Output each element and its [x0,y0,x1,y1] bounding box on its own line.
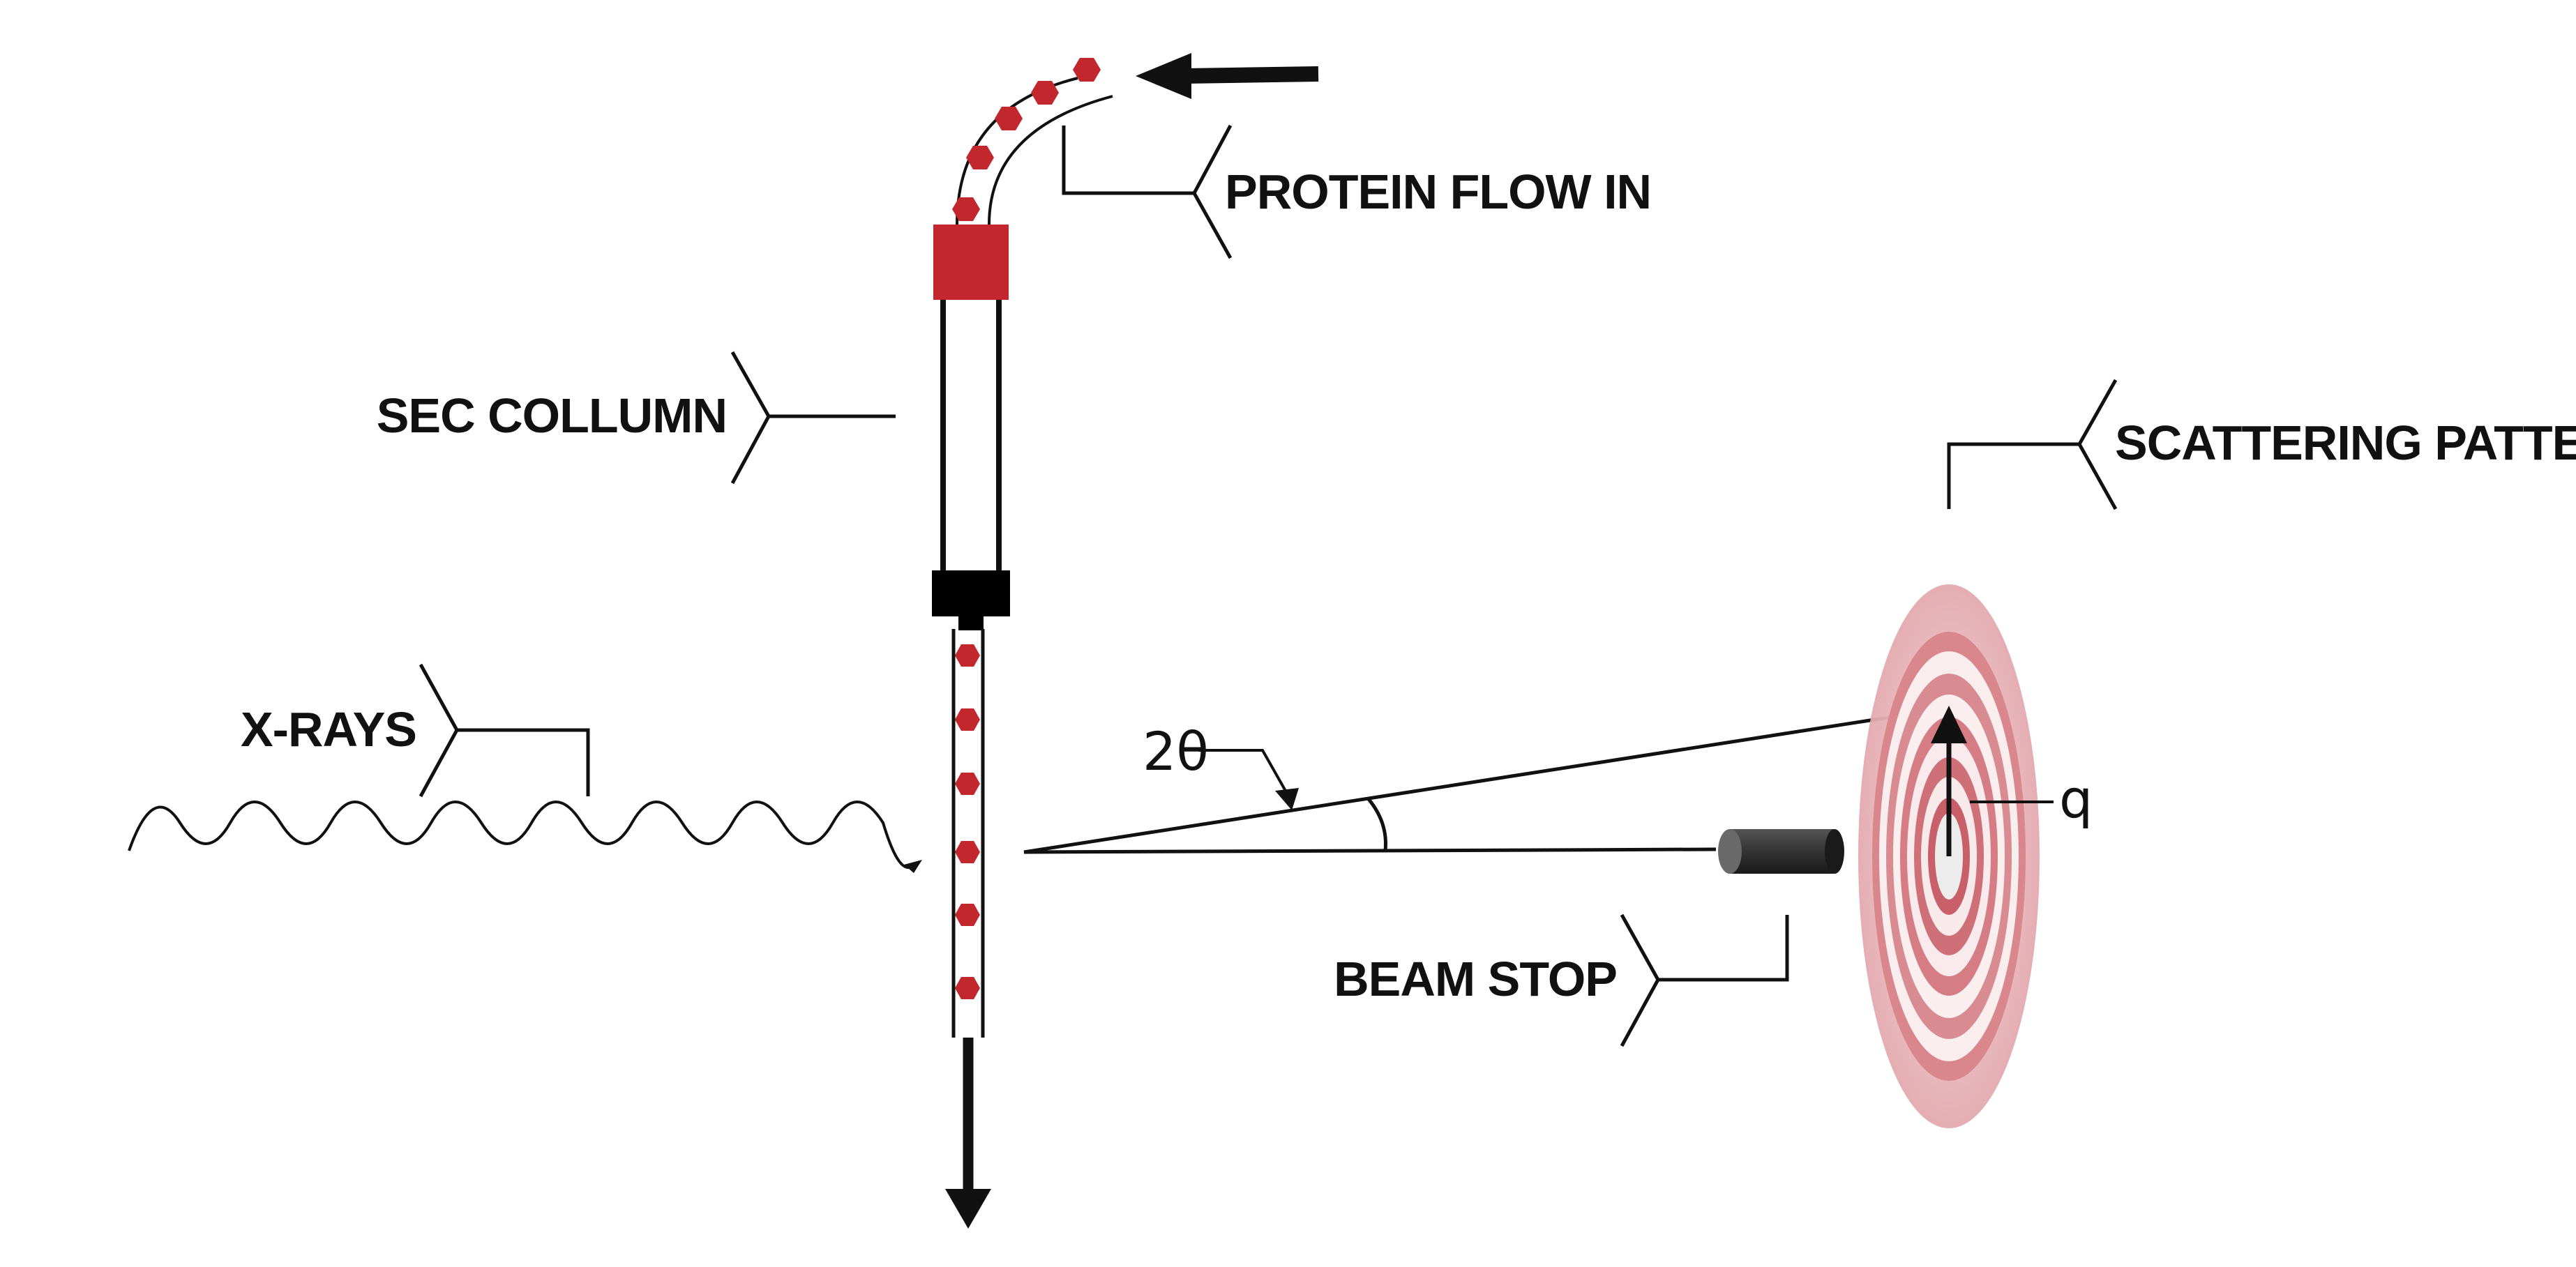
direct-beam-line [1023,847,1717,854]
capillary-proteins [955,644,980,999]
xray-arrowhead [904,860,922,873]
protein-particle [966,146,994,169]
scattering-rings [1858,584,2040,1128]
callout-beam-stop: BEAM STOP [1276,913,1789,1048]
protein-particle [955,977,980,999]
two-theta-arc [1367,798,1387,851]
label-protein-flow-in: PROTEIN FLOW IN [1225,165,1651,219]
protein-particle [955,773,980,795]
flow-in-proteins [952,58,1101,221]
protein-particle [955,644,980,667]
protein-particle [1031,81,1059,105]
callout-sec-column: SEC COLLUMN [377,350,896,485]
xray-wave [128,801,922,873]
protein-particle [955,841,980,863]
two-theta-leader [1198,749,1293,803]
label-beam-stop: BEAM STOP [1334,952,1617,1006]
protein-particle [995,107,1023,130]
label-sec-column: SEC COLLUMN [377,388,727,443]
flow-out-arrow [945,1038,991,1229]
column-top-cap [933,225,1009,300]
label-xrays: X-RAYS [241,702,416,757]
label-q: q [2059,768,2093,830]
capillary [951,629,985,1038]
sec-column [932,225,1010,630]
protein-particle [955,904,980,926]
protein-particle [952,197,980,221]
label-two-theta: 2θ [1143,720,1209,782]
scattered-ray-line [1023,706,1947,854]
protein-particle [1073,58,1101,82]
beam-stop-cylinder [1718,829,1844,874]
callout-xrays: X-RAYS [63,662,590,798]
protein-particle [955,708,980,731]
scattering-geometry [1023,706,1947,854]
flow-in-arrow [1136,53,1319,99]
label-scattering-pattern: SCATTERING PATTERN [2115,416,2576,470]
callout-scattering-pattern: SCATTERING PATTERN [1947,378,2576,511]
q-vector-arrow [1931,706,2054,856]
column-bottom-cap [932,570,1010,616]
callout-protein-flow-in: PROTEIN FLOW IN [1062,123,1652,260]
